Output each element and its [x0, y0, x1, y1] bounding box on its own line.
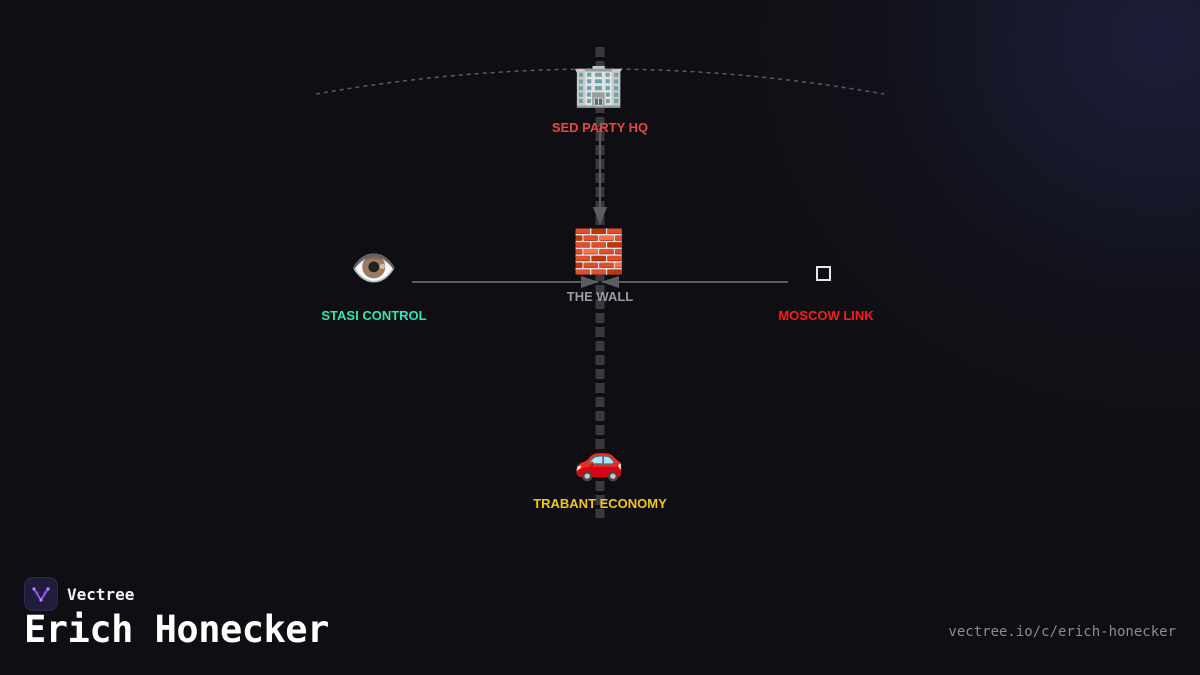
- node-label-trabant-economy: TRABANT ECONOMY: [533, 496, 667, 511]
- arrowhead-right-center: [601, 276, 619, 288]
- orbit-arc: [315, 68, 885, 95]
- office-building-icon: 🏢: [573, 60, 625, 109]
- eye-icon: 👁️: [350, 246, 397, 290]
- square-glyph-icon: [816, 266, 831, 281]
- node-label-stasi-control: STASI CONTROL: [321, 308, 426, 323]
- vectree-logo-icon: [24, 577, 58, 611]
- brand-name: Vectree: [67, 584, 135, 604]
- arrowhead-left-center: [581, 276, 599, 288]
- arrowhead-top-center: [593, 207, 607, 225]
- brand[interactable]: Vectree: [24, 577, 134, 611]
- brick-wall-icon: 🧱: [573, 227, 625, 276]
- page-url[interactable]: vectree.io/c/erich-honecker: [948, 624, 1176, 640]
- node-label-sed-party-hq: SED PARTY HQ: [552, 120, 648, 135]
- car-icon: 🚗: [574, 437, 624, 483]
- node-label-moscow-link: MOSCOW LINK: [778, 308, 874, 323]
- page-title: Erich Honecker: [24, 608, 329, 651]
- node-label-the-wall: THE WALL: [567, 289, 633, 304]
